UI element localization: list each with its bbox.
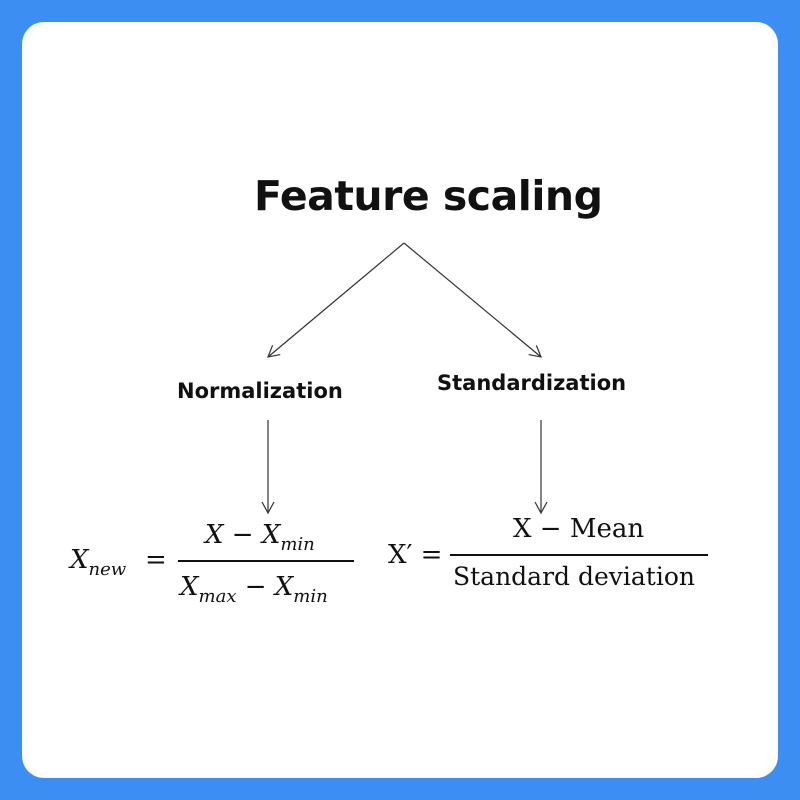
- diagram-title: Feature scaling: [254, 172, 603, 220]
- standardization-label: Standardization: [437, 371, 627, 395]
- standardization-lhs: X′ =: [388, 540, 443, 570]
- normalization-equals: =: [145, 545, 167, 575]
- normalization-lhs: Xnew: [70, 545, 127, 580]
- standardization-denominator: Standard deviation: [453, 562, 696, 591]
- normalization-numerator: X − Xmin: [205, 520, 315, 555]
- arrow-to-normalization: [267, 242, 405, 358]
- normalization-denominator: Xmax − Xmin: [180, 572, 328, 607]
- arrow-to-standardization: [403, 242, 542, 358]
- standardization-numerator: X − Mean: [513, 514, 645, 544]
- standardization-fraction-bar: [450, 554, 708, 556]
- normalization-fraction-bar: [178, 560, 354, 562]
- diagram-card: [22, 22, 778, 778]
- normalization-label: Normalization: [177, 379, 343, 403]
